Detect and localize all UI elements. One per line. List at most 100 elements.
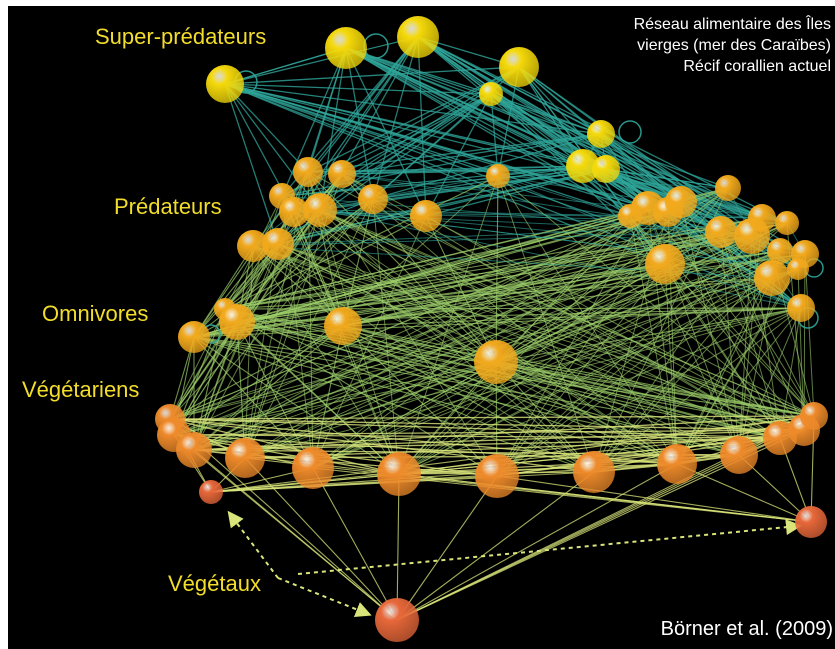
herbivore-node: [292, 447, 334, 489]
trophic-link: [193, 415, 815, 451]
label-predators: Prédateurs: [114, 194, 222, 219]
trophic-link: [169, 325, 344, 420]
predator-node: [358, 184, 388, 214]
trophic-link: [236, 211, 669, 323]
omnivore-node: [178, 321, 210, 353]
predator-node: [262, 228, 294, 260]
super-predator-node: [479, 82, 503, 106]
trophic-link: [236, 321, 400, 475]
trophic-link: [193, 449, 740, 456]
trophic-link: [319, 209, 781, 439]
label-vegetarians: Végétariens: [22, 377, 140, 402]
trophic-link: [396, 471, 595, 621]
super-predator-node: [566, 149, 600, 183]
plant-node: [795, 506, 827, 538]
trophic-link: [281, 47, 347, 197]
trophic-link: [497, 175, 729, 189]
predator-node: [237, 230, 269, 262]
trophic-link: [244, 215, 631, 459]
trophic-link: [797, 268, 805, 431]
caption-line-2: vierges (mer des Caraïbes): [637, 37, 831, 54]
predator-node: [715, 175, 741, 201]
omnivore-node: [324, 307, 362, 345]
trophic-link: [593, 307, 802, 473]
herbivore-node: [475, 454, 519, 498]
trophic-link: [495, 175, 499, 363]
trophic-link: [277, 243, 815, 417]
trophic-link: [277, 222, 788, 245]
predator-node: [486, 164, 510, 188]
super-predator-node: [587, 120, 615, 148]
trophic-link: [342, 325, 498, 477]
predator-node: [410, 200, 442, 232]
trophic-link: [398, 473, 812, 523]
dotted-arrow: [227, 510, 279, 579]
trophic-link: [193, 325, 344, 451]
predator-node: [303, 193, 337, 227]
trophic-link: [345, 47, 602, 135]
trophic-link: [396, 475, 498, 621]
figure-caption: Réseau alimentaire des Îles vierges (mer…: [634, 14, 831, 77]
trophic-link: [224, 308, 678, 465]
label-plants: Végétaux: [168, 571, 261, 596]
trophic-link: [417, 36, 602, 135]
herbivore-node: [573, 451, 615, 493]
trophic-link: [495, 361, 805, 431]
trophic-link: [518, 66, 781, 252]
herbivore-node: [377, 452, 421, 496]
trophic-link: [342, 325, 781, 439]
trophic-link: [342, 325, 815, 417]
self-loop: [618, 120, 642, 144]
trophic-link: [398, 215, 631, 475]
trophic-link: [720, 231, 815, 417]
trophic-link: [193, 243, 279, 451]
herbivore-node: [657, 444, 697, 484]
trophic-link: [169, 415, 815, 420]
herbivore-node: [225, 438, 265, 478]
trophic-link: [224, 66, 520, 85]
trophic-link: [490, 93, 649, 209]
food-web-network: [155, 16, 828, 642]
plants-pointer-arrows: [227, 510, 802, 617]
caption-line-1: Réseau alimentaire des Îles: [633, 16, 831, 33]
plant-node: [199, 480, 223, 504]
trophic-link: [193, 307, 802, 338]
self-loop: [363, 33, 389, 59]
super-predator-node: [325, 27, 367, 69]
predator-node: [748, 204, 776, 232]
trophic-link: [372, 133, 602, 200]
trophic-link: [252, 245, 773, 279]
trophic-link: [342, 307, 802, 327]
citation: Börner et al. (2009): [660, 618, 833, 640]
trophic-link: [342, 325, 595, 473]
trophic-link: [193, 336, 678, 465]
trophic-link: [341, 168, 607, 175]
herbivore-node: [800, 402, 828, 430]
omnivore-node: [474, 340, 518, 384]
trophic-link: [193, 222, 788, 338]
predator-node: [767, 238, 793, 264]
trophic-link: [173, 434, 781, 439]
predator-node: [705, 216, 737, 248]
trophic-link: [319, 209, 802, 309]
predator-node: [787, 258, 809, 280]
trophic-link: [224, 277, 773, 310]
caption-line-3: Récif corallien actuel: [683, 58, 831, 75]
trophic-link: [417, 36, 584, 167]
trophic-link: [224, 211, 669, 310]
trophic-link: [341, 173, 753, 237]
trophic-link: [738, 217, 763, 456]
omnivore-node: [219, 304, 255, 340]
predator-node: [645, 244, 685, 284]
trophic-link: [169, 418, 805, 431]
trophic-link: [629, 215, 678, 465]
trophic-link: [173, 434, 400, 475]
trophic-link: [210, 454, 740, 493]
plant-node: [375, 598, 419, 642]
herbivore-node: [176, 432, 212, 468]
herbivore-node: [720, 436, 758, 474]
trophic-link: [600, 133, 722, 233]
trophic-link: [224, 83, 492, 95]
trophic-link: [281, 195, 722, 233]
label-super-predators: Super-prédateurs: [95, 24, 267, 49]
